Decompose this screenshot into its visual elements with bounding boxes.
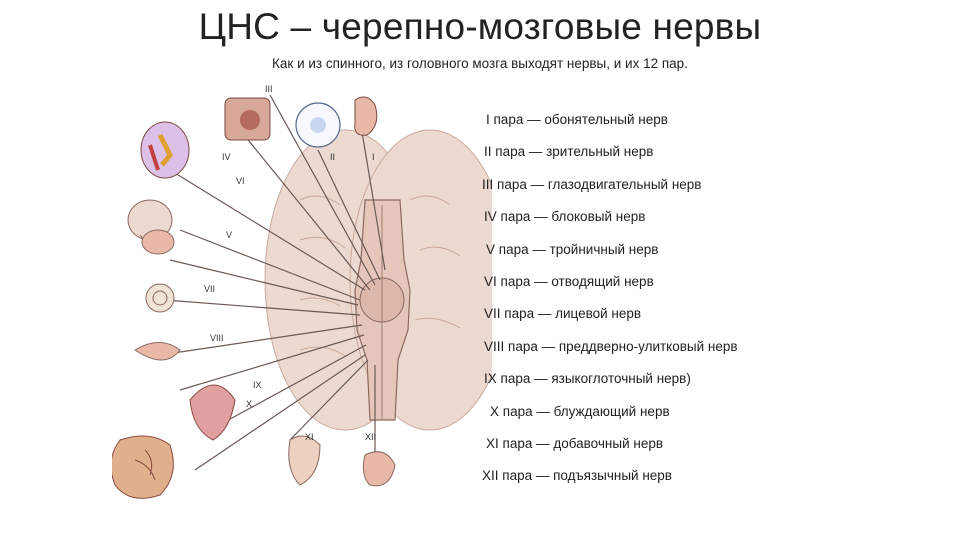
list-item: X пара — блуждающий нерв (480, 402, 820, 434)
list-item: II пара — зрительный нерв (480, 142, 820, 174)
organ-ear (146, 284, 174, 312)
label-vi: VI (236, 176, 245, 186)
list-item: VII пара — лицевой нерв (480, 304, 820, 336)
label-ii: II (330, 152, 335, 162)
label-v: V (226, 230, 232, 240)
label-viii: VIII (210, 333, 224, 343)
organ-tongue-xii (363, 452, 395, 486)
organ-viscera (112, 436, 173, 498)
organ-tongue (135, 343, 180, 361)
label-x: X (246, 399, 252, 409)
organ-nose (355, 97, 377, 135)
label-i: I (372, 152, 375, 162)
list-item: V пара — тройничный нерв (480, 240, 820, 272)
label-xi: XI (305, 432, 314, 442)
list-item: VI пара — отводящий нерв (480, 272, 820, 304)
label-iii: III (265, 84, 273, 94)
list-item: VIII пара — преддверно-улитковый нерв (480, 337, 820, 369)
list-item: XI пара — добавочный нерв (480, 434, 820, 466)
list-item: IV пара — блоковый нерв (480, 207, 820, 239)
organ-eye-orbit (225, 98, 270, 140)
slide-subtitle: Как и из спинного, из головного мозга вы… (0, 56, 960, 71)
label-vii: VII (204, 284, 215, 294)
list-item: I пара — обонятельный нерв (480, 110, 820, 142)
label-ix: IX (253, 380, 262, 390)
cranial-nerves-list: I пара — обонятельный нерв II пара — зри… (480, 110, 820, 499)
organ-face-vii (142, 230, 174, 254)
organ-brain-section (141, 122, 189, 178)
organ-eyeball (296, 103, 340, 147)
list-item: XII пара — подъязычный нерв (480, 466, 820, 498)
label-iv: IV (222, 152, 231, 162)
slide-title: ЦНС – черепно-мозговые нервы (0, 6, 960, 48)
cranial-nerves-illustration: III IV II I VI V VII VIII IX X XI XII (112, 80, 492, 520)
organ-neck-xi (289, 436, 320, 485)
organ-heart-lungs (190, 385, 235, 440)
label-xii: XII (365, 432, 376, 442)
list-item: III пара — глазодвигательный нерв (480, 175, 820, 207)
list-item: IX пара — языкоглоточный нерв) (480, 369, 820, 401)
